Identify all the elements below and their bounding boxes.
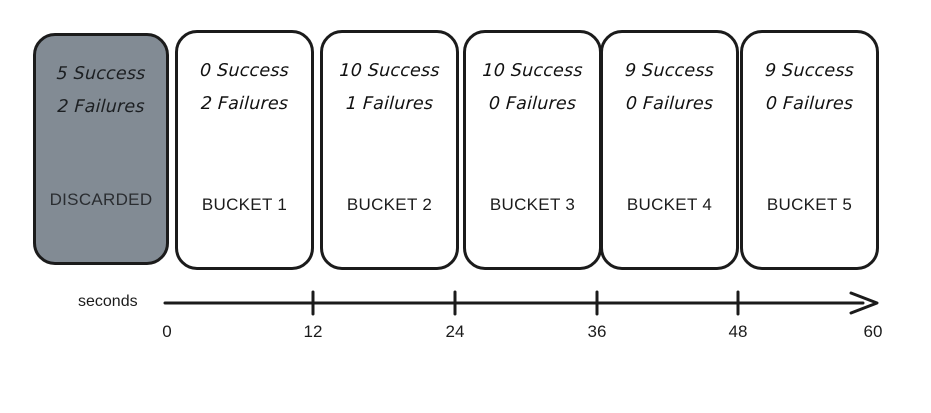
failures-count-label: 0 Failures (625, 93, 714, 114)
success-count-label: 0 Success (199, 61, 290, 81)
failures-count-label: 1 Failures (345, 93, 434, 114)
bucket-name-label: DISCARDED (49, 190, 153, 209)
failures-count-label: 0 Failures (765, 93, 854, 114)
axis-tick-label-12: 12 (303, 322, 323, 341)
axis-caption: seconds (78, 293, 138, 310)
success-count-label: 10 Success (338, 61, 441, 81)
failures-count-label: 2 Failures (56, 96, 146, 117)
bucket-stats: 10 Success 1 Failures (323, 61, 456, 114)
bucket-stats: 9 Success 0 Failures (743, 61, 876, 114)
bucket-stats: 5 Success 2 Failures (36, 64, 166, 117)
bucket-name-label: BUCKET 2 (346, 195, 433, 214)
success-count-label: 9 Success (764, 61, 855, 81)
axis-tick-label-0: 0 (162, 322, 172, 341)
bucket-stats: 10 Success 0 Failures (466, 61, 599, 114)
bucket-stats: 9 Success 0 Failures (603, 61, 736, 114)
bucket-stats: 0 Success 2 Failures (178, 61, 311, 114)
bucket-name-label: BUCKET 3 (489, 195, 576, 214)
axis-tick-label-48: 48 (728, 322, 748, 341)
axis-tick-label-36: 36 (587, 322, 607, 341)
success-count-label: 5 Success (56, 64, 147, 84)
axis-tick-label-24: 24 (445, 322, 465, 341)
success-count-label: 9 Success (624, 61, 715, 81)
axis-arrow-icon (849, 291, 879, 315)
failures-count-label: 0 Failures (488, 93, 577, 114)
bucket-name-label: BUCKET 5 (766, 195, 853, 214)
bucket-name-label: BUCKET 4 (626, 195, 713, 214)
failures-count-label: 2 Failures (200, 93, 289, 114)
success-count-label: 10 Success (481, 61, 584, 81)
bucket-name-label: BUCKET 1 (201, 195, 288, 214)
axis-tick-label-60: 60 (863, 322, 883, 341)
